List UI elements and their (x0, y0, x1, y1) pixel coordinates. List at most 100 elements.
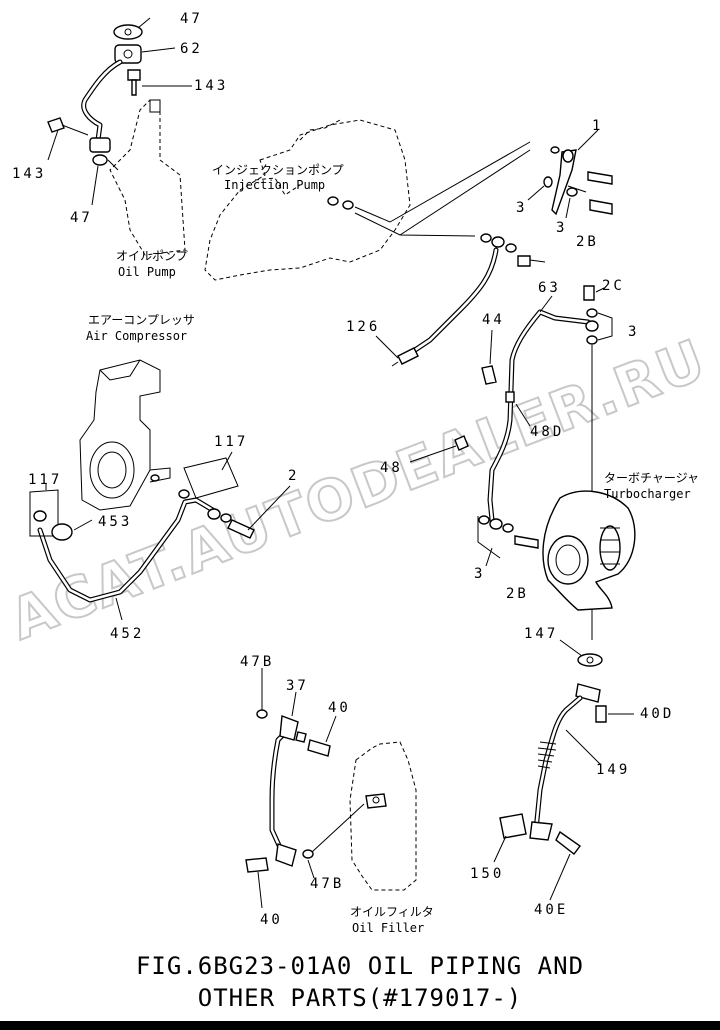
filler-port (365, 793, 387, 809)
label-149: 149 (596, 762, 630, 778)
label-37: 37 (286, 678, 309, 694)
turbo-center (599, 525, 621, 571)
label-62: 62 (180, 41, 203, 57)
oil-pump-cap (149, 99, 161, 113)
clip-48D (505, 391, 515, 403)
label-143-right: 143 (194, 78, 228, 94)
label-3b: 3 (556, 220, 567, 236)
label-47B-bottom: 47B (310, 876, 344, 892)
label-453: 453 (98, 514, 132, 530)
bolt (517, 255, 531, 267)
oil-pipe-126-group (327, 141, 546, 367)
label-47-top: 47 (180, 11, 203, 27)
label-40-right: 40 (328, 700, 351, 716)
oil-filler-en: Oil Filler (352, 921, 424, 935)
label-2C: 2C (602, 278, 625, 294)
oil-pipe-149 (533, 695, 583, 833)
bolt-2 (227, 519, 255, 539)
turbo-feed-group (409, 285, 613, 640)
flange-62 (114, 44, 142, 64)
label-40D: 40D (640, 706, 674, 722)
bolt-40E (555, 830, 581, 855)
washer-3a (543, 176, 553, 188)
label-47-left: 47 (70, 210, 93, 226)
label-47B-top: 47B (240, 654, 274, 670)
flange-37 (279, 715, 299, 741)
label-3c: 3 (628, 324, 639, 340)
label-147: 147 (524, 626, 558, 642)
label-40-bottom: 40 (260, 912, 283, 928)
bracket-117-right (183, 457, 239, 499)
figure-caption-line2: OTHER PARTS(#179017-) (197, 984, 523, 1012)
air-compressor-jp: エアーコンプレッサ (88, 313, 195, 327)
oil-pipe-pump (81, 59, 123, 143)
gasket-150 (499, 813, 527, 839)
o-ring-47B-bottom (302, 849, 314, 859)
turbocharger-group (542, 490, 636, 611)
bottom-border (0, 1021, 720, 1030)
washer-3b (566, 187, 578, 197)
turbocharger-jp: ターボチャージャ (604, 471, 699, 485)
flange-37-bottom (275, 843, 297, 867)
oil-pipe-126 (409, 247, 499, 355)
injection-pump-group (204, 119, 411, 281)
air-compressor-en: Air Compressor (86, 329, 187, 343)
flange-bottom (529, 821, 553, 841)
injection-pump-en: Injection Pump (224, 178, 325, 192)
label-143-left: 143 (12, 166, 46, 182)
label-150: 150 (470, 866, 504, 882)
bolt-2B-bottom (514, 535, 539, 549)
fitting-126 (397, 347, 419, 365)
label-3d: 3 (474, 566, 485, 582)
oil-filler-jp: オイルフィルタ (350, 905, 434, 919)
label-2: 2 (288, 468, 299, 484)
oil-pump-jp: オイルポンプ (116, 249, 188, 263)
label-126: 126 (346, 319, 380, 335)
label-40E: 40E (534, 902, 568, 918)
bolt-44 (481, 365, 497, 385)
clip-48 (454, 435, 469, 451)
bracket-1-group (527, 129, 613, 219)
air-compressor-group (79, 359, 171, 511)
bolt-40-bottom (245, 857, 269, 873)
label-1: 1 (592, 118, 603, 134)
bolt-2C (583, 285, 595, 301)
injection-pump-jp: インジェクションポンプ (212, 163, 344, 177)
gasket-147 (577, 653, 603, 667)
label-44: 44 (482, 312, 505, 328)
oil-pump-outline (109, 99, 186, 256)
label-2B-top: 2B (576, 234, 599, 250)
label-48D: 48D (530, 424, 564, 440)
bolt-40-right (307, 739, 331, 757)
label-48: 48 (380, 460, 403, 476)
air-compressor-body (79, 359, 161, 511)
oil-pipe-452-group (29, 451, 291, 621)
label-117-left: 117 (28, 472, 62, 488)
label-452: 452 (110, 626, 144, 642)
gasket-47-top (113, 24, 143, 40)
label-117-right: 117 (214, 434, 248, 450)
turbo-inlet (547, 535, 589, 585)
bolt-top (587, 171, 613, 185)
label-3a: 3 (516, 200, 527, 216)
oil-pump-en: Oil Pump (118, 265, 176, 279)
oil-filler-group (245, 668, 417, 909)
o-ring-47B-top (256, 709, 268, 719)
washer (342, 200, 354, 210)
cap-453 (51, 523, 73, 541)
bolt-143-right (127, 69, 141, 81)
injection-pump-outline (204, 119, 411, 281)
gasket-47-left (92, 154, 108, 166)
bolt-143-left (47, 117, 65, 133)
turbo-return-group (493, 639, 634, 901)
eye-fitting (491, 236, 505, 248)
label-2B-bottom: 2B (506, 586, 529, 602)
oil-pump-group (47, 17, 192, 256)
pipe-end-fitting (89, 137, 111, 153)
oil-filler-outline (349, 741, 417, 891)
figure-caption-line1: FIG.6BG23-01A0 OIL PIPING AND (135, 952, 585, 980)
bracket-1 (551, 149, 577, 216)
washer (327, 196, 339, 206)
label-63: 63 (538, 280, 561, 296)
